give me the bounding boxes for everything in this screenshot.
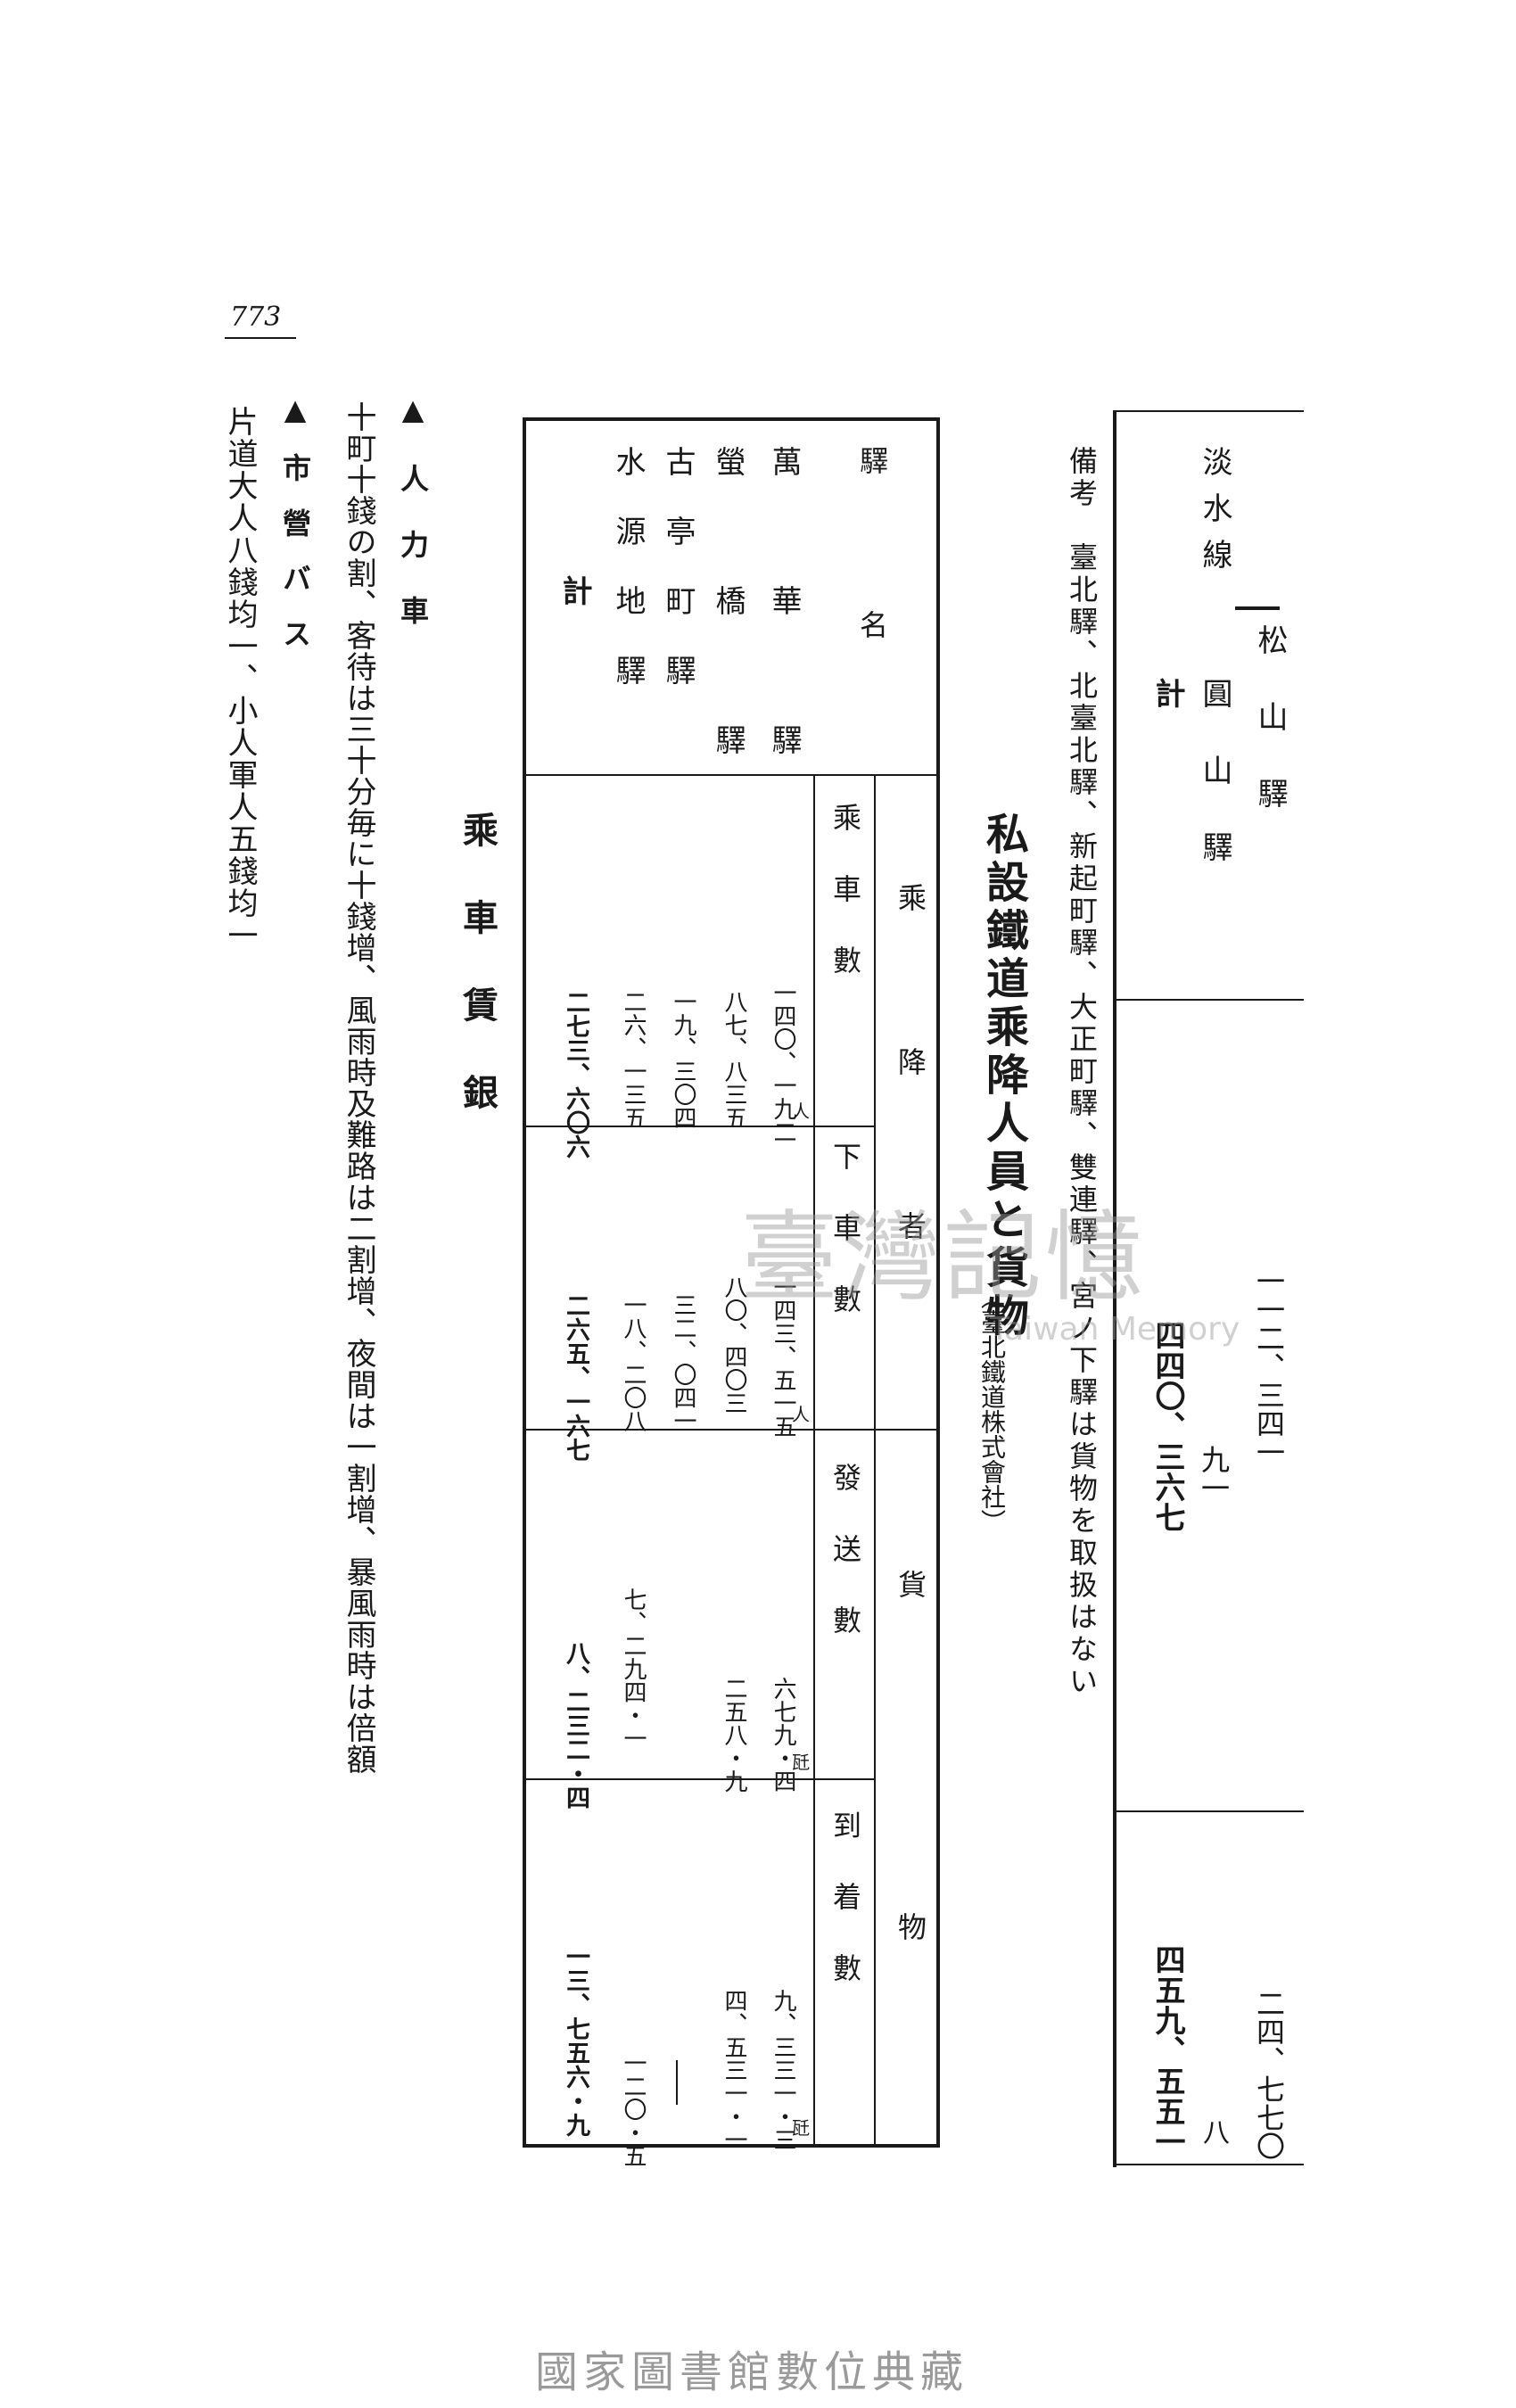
- col-board-header: 乘車數: [828, 803, 862, 1017]
- rickshaw-heading: ▲人力車: [396, 392, 430, 662]
- koteicho-board: 一九、三〇四: [670, 990, 696, 1129]
- koteicho-alight: 三二、〇四一: [670, 1293, 696, 1432]
- unit-ton-arrived: 瓩: [792, 2117, 810, 2139]
- koteicho-arrived-dash: [676, 2060, 678, 2105]
- total-label: 計: [556, 575, 592, 606]
- matsuyama-passengers: 一一二、三四一: [1252, 1266, 1286, 1466]
- section-subtitle: （臺北鐵道株式會社）: [977, 1284, 1007, 1534]
- station-keikyo: 螢 橋 驛: [710, 446, 746, 794]
- suigenchi-board: 二六、一三五: [620, 990, 647, 1129]
- station-maruyama: 圓山驛: [1197, 678, 1232, 908]
- station-manka: 萬 華 驛: [766, 446, 802, 794]
- keikyo-board: 八七、八三五: [721, 990, 747, 1129]
- page-number: 773: [230, 301, 282, 333]
- freight-header: 貨 物: [894, 1570, 927, 2083]
- keikyo-sent: 二五八・九: [721, 1677, 747, 1793]
- page-number-rule: [225, 337, 296, 339]
- unit-person-board: 人: [792, 1101, 810, 1122]
- suigenchi-alight: 一八、二〇八: [620, 1293, 647, 1432]
- total-board: 二七三、六〇六: [562, 990, 589, 1159]
- remark-text: 備考 臺北驛、北臺北驛、新起町驛、大正町驛、雙連驛、宮ノ下驛は貨物を取扱はない: [1065, 446, 1099, 1698]
- maruyama-passengers: 九一: [1197, 1445, 1231, 1502]
- station-koteicho: 古亭町驛: [660, 446, 696, 724]
- station-suigenchi: 水源地驛: [610, 446, 646, 724]
- keikyo-alight: 八〇、四〇三: [721, 1275, 747, 1414]
- total-sent: 八、二三二・四: [562, 1641, 589, 1810]
- watermark-logo: 臺灣記憶: [740, 1200, 1147, 1315]
- unit-person-alight: 人: [792, 1404, 810, 1425]
- section-title: 私設鐵道乘降人員と貨物: [978, 812, 1028, 1341]
- manka-arrived: 九、三三一・三: [770, 1989, 796, 2151]
- bracket-mark: [1235, 606, 1280, 610]
- col-arrived-header: 到着數: [828, 1810, 862, 2025]
- passengers-header: 乘 降 者: [894, 883, 927, 1293]
- top-total-label: 計: [1149, 678, 1185, 708]
- unit-ton-sent: 瓩: [792, 1752, 810, 1773]
- top-total-freight: 四五九、五五一: [1149, 1944, 1185, 2156]
- manka-sent: 六七九・四: [770, 1677, 796, 1793]
- bus-text: 片道大人八錢均一、小人軍人五錢均一: [222, 406, 258, 952]
- footer-watermark: 國家圖書館數位典藏: [535, 2347, 969, 2397]
- rickshaw-text: 十町十錢の割、客待は三十分毎に十錢增、風雨時及難路は二割增、夜間は一割增、暴風雨…: [341, 401, 376, 1775]
- suigenchi-sent: 七、二九四・一: [620, 1587, 647, 1750]
- total-alight: 二六五、一六七: [562, 1293, 589, 1462]
- fare-title: 乘車賃銀: [457, 812, 498, 1161]
- top-total-passengers: 四四〇、三六七: [1149, 1320, 1185, 1532]
- line-name: 淡水線: [1197, 446, 1232, 585]
- total-arrived: 一三、七五六・九: [562, 1944, 589, 2137]
- station-matsuyama: 松山驛: [1252, 624, 1288, 854]
- bus-heading: ▲市營バス: [278, 392, 312, 674]
- suigenchi-arrived: 一二〇・五: [620, 2051, 647, 2167]
- manka-alight: 一四三、五一五: [770, 1275, 796, 1438]
- keikyo-arrived: 四、五三一・一: [721, 1989, 747, 2151]
- col-sent-header: 發送數: [828, 1463, 862, 1677]
- station-header: 驛 名: [855, 446, 889, 692]
- maruyama-freight: 八: [1198, 2118, 1229, 2145]
- col-alight-header: 下車數: [828, 1142, 862, 1356]
- matsuyama-freight: 二四、七七〇: [1252, 1989, 1286, 2160]
- manka-board: 一四〇、一九二: [770, 981, 796, 1143]
- watermark-sub: Taiwan Memory: [990, 1311, 1240, 1348]
